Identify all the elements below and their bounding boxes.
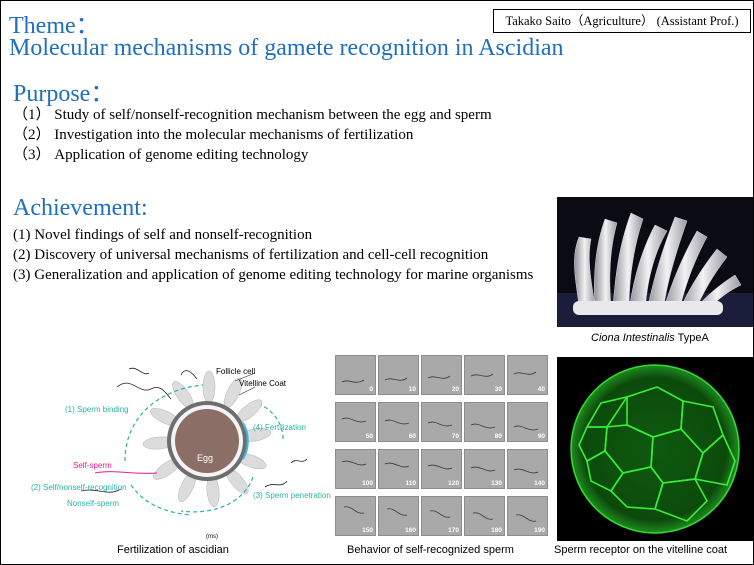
frame-tile: 180 <box>464 496 505 536</box>
frame-tile: 130 <box>464 449 505 489</box>
author-box: Takako Saito（Agriculture） (Assistant Pro… <box>493 9 751 33</box>
label-egg: Egg <box>197 453 214 463</box>
frame-tile: 140 <box>507 449 548 489</box>
frame-tile: 70 <box>421 402 462 442</box>
frame-tile: 190 <box>507 496 548 536</box>
achievement-list: (1) Novel findings of self and nonself-r… <box>13 225 553 285</box>
frame-tile: 150 <box>335 496 376 536</box>
achievement-heading: Achievement: <box>13 195 148 221</box>
label-self-sperm: Self-sperm <box>73 461 112 470</box>
frame-tile: 40 <box>507 355 548 395</box>
frame-tile: 160 <box>378 496 419 536</box>
frame-tile: 20 <box>421 355 462 395</box>
frame-tile: 10 <box>378 355 419 395</box>
timelapse-grid: 0 10 20 30 40 50 60 70 80 90 100 110 120… <box>335 355 549 541</box>
fertilization-diagram: Follicle cell Vitelline Coat (1) Sperm b… <box>21 365 341 543</box>
timelapse-unit: (ms) <box>206 534 218 540</box>
photo-caption: Ciona Intestinalis TypeA <box>591 332 709 344</box>
frame-tile: 60 <box>378 402 419 442</box>
vitelline-micrograph <box>557 357 753 541</box>
label-self-nonself: (2) Self/nonself-recognition <box>31 483 127 492</box>
page-title: Molecular mechanisms of gamete recogniti… <box>9 35 564 61</box>
achievement-item: (3) Generalization and application of ge… <box>13 267 534 283</box>
purpose-list: （1） Study of self/nonself-recognition me… <box>13 105 492 165</box>
purpose-item: （3） Application of genome editing techno… <box>13 147 309 163</box>
frame-tile: 50 <box>335 402 376 442</box>
purpose-item: （1） Study of self/nonself-recognition me… <box>13 107 492 123</box>
label-nonself-sperm: Nonself-sperm <box>67 499 120 508</box>
frame-tile: 110 <box>378 449 419 489</box>
frame-tile: 90 <box>507 402 548 442</box>
frame-tile: 170 <box>421 496 462 536</box>
ascidian-photo <box>557 197 753 327</box>
achievement-item: (1) Novel findings of self and nonself-r… <box>13 227 313 243</box>
micrograph-caption: Sperm receptor on the vitelline coat <box>554 544 728 556</box>
label-follicle-cell: Follicle cell <box>216 367 256 376</box>
frame-tile: 80 <box>464 402 505 442</box>
purpose-item: （2） Investigation into the molecular mec… <box>13 127 414 143</box>
diagram-caption: Fertilization of ascidian <box>117 544 229 556</box>
frame-tile: 120 <box>421 449 462 489</box>
frame-tile: 100 <box>335 449 376 489</box>
label-fertilization: (4) Fertilization <box>253 423 306 432</box>
frame-tile: 0 <box>335 355 376 395</box>
label-sperm-binding: (1) Sperm binding <box>65 405 129 414</box>
theme-label: Theme： <box>9 13 100 39</box>
label-vitelline-coat: Vitelline Coat <box>239 379 286 388</box>
label-sperm-penetration: (3) Sperm penetration <box>253 491 331 500</box>
frame-tile: 30 <box>464 355 505 395</box>
purpose-heading: Purpose： <box>13 81 115 107</box>
achievement-item: (2) Discovery of universal mechanisms of… <box>13 247 489 263</box>
timelapse-caption: Behavior of self-recognized sperm <box>347 544 514 556</box>
